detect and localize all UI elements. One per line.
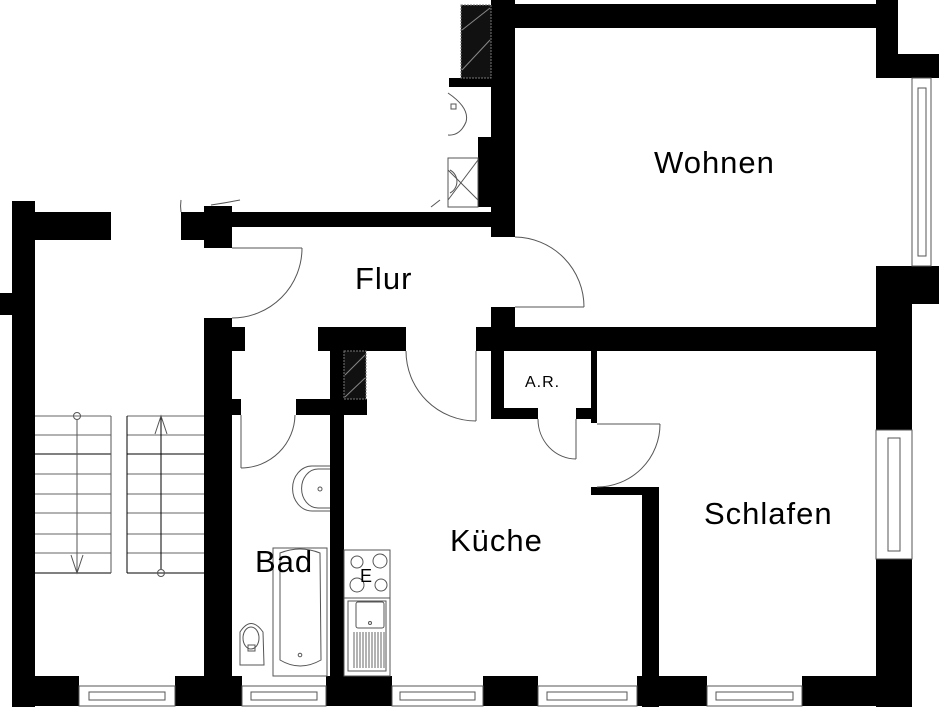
wall-flur-top xyxy=(232,212,491,227)
wall-corner-right xyxy=(898,54,939,78)
stove-label: E xyxy=(360,566,373,586)
room-label-abstellraum: A.R. xyxy=(525,374,561,391)
wall-right-schlafen-upper xyxy=(876,266,912,430)
wall-stub-bad xyxy=(232,327,245,351)
wall-stub-left xyxy=(0,293,12,315)
wall-stair-top xyxy=(35,212,111,240)
chimney-top xyxy=(460,4,492,79)
bathtub xyxy=(272,547,328,677)
wall-flur-kueche xyxy=(318,327,406,351)
wall-bottom xyxy=(802,676,912,706)
toilet xyxy=(239,623,265,666)
window-wohnen xyxy=(911,77,932,267)
room-label-flur: Flur xyxy=(355,261,413,296)
kitchen-sink xyxy=(343,597,391,677)
wall-stub-bad-door xyxy=(232,399,241,415)
wall-bottom xyxy=(637,676,707,706)
washbasin-top xyxy=(447,92,468,136)
door-entry xyxy=(231,247,303,319)
shower xyxy=(430,157,479,208)
wall-bottom xyxy=(12,676,79,706)
wall-bad-kueche xyxy=(330,351,344,676)
wall-bad-left xyxy=(204,318,232,676)
wall-kueche-schlafen-top xyxy=(591,487,659,495)
wall-ar-bottom-right xyxy=(576,408,597,419)
wall-ar-right xyxy=(591,351,597,423)
wall-wohnen-left xyxy=(491,0,515,237)
wall-wohnen-top xyxy=(515,4,876,28)
door-wohnen xyxy=(514,236,585,308)
doors xyxy=(180,199,661,488)
wall-ar-left xyxy=(491,351,504,419)
wall-bottom xyxy=(483,676,538,706)
window-schlafen-right xyxy=(875,429,913,560)
wall-bad-top xyxy=(296,399,367,415)
window-bad xyxy=(241,685,327,707)
room-label-kueche: Küche xyxy=(450,523,543,558)
wall-corner-top-right xyxy=(876,0,898,78)
chimney-kueche xyxy=(343,350,367,400)
wall-kueche-schlafen xyxy=(642,491,659,707)
door-schlafen xyxy=(596,423,661,488)
wall-stair-left xyxy=(12,201,35,707)
wall-shaft xyxy=(478,137,491,207)
window-kueche-1 xyxy=(391,685,484,707)
room-label-bad: Bad xyxy=(255,544,314,579)
window-kueche-2 xyxy=(537,685,638,707)
door-bad xyxy=(240,414,296,469)
room-label-schlafen: Schlafen xyxy=(704,496,833,531)
door-abstellraum xyxy=(537,418,577,460)
wall-entry-post xyxy=(204,206,232,248)
windows xyxy=(78,77,932,707)
window-schlafen-bottom xyxy=(706,685,803,707)
door-kueche xyxy=(405,350,477,422)
wall-wohnen-schlafen xyxy=(476,327,876,351)
wall-bottom xyxy=(175,676,242,706)
door-stair-top xyxy=(180,199,241,213)
room-label-wohnen: Wohnen xyxy=(654,145,775,180)
washbasin-bad xyxy=(292,465,330,512)
wall-bottom xyxy=(326,676,392,706)
wall-ar-bottom-left xyxy=(491,408,538,419)
window-stair xyxy=(78,685,176,707)
wall-small xyxy=(449,78,491,87)
wall-post-wohnen xyxy=(491,307,515,327)
staircase xyxy=(35,412,204,577)
